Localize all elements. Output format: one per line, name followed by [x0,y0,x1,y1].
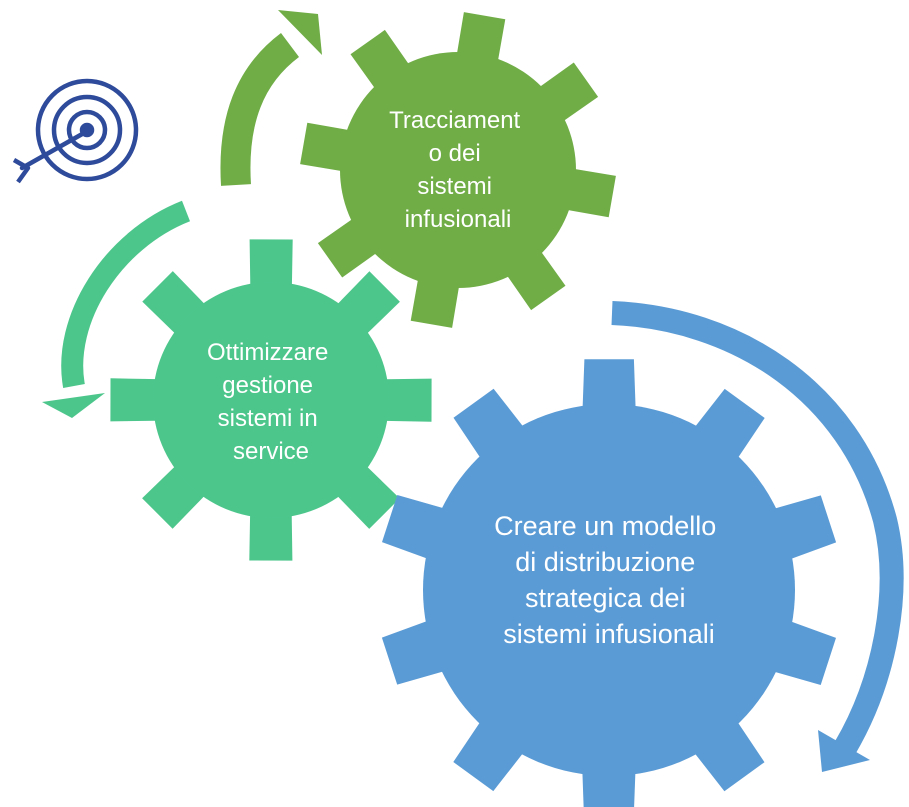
gear-distribuzione [381,359,837,807]
gear-tracciamento-line-2: o dei [429,140,481,167]
arrow-teal-curved [42,200,191,418]
gear-green-body [340,52,576,288]
gear-teal-body [153,282,389,518]
gear-ottimizzare-line-1: Ottimizzare [207,339,328,366]
gear-distribuzione-line-2: di distribuzione [515,547,695,577]
arrow-teal-head [42,393,105,418]
gear-ottimizzare-line-3: sistemi in [218,405,318,432]
gear-distribuzione-line-4: sistemi infusionali [503,619,715,649]
gear-tracciamento [300,12,616,328]
target-icon [12,78,139,184]
arrow-green-body [220,33,300,186]
gear-distribuzione-line-1: Creare un modello [494,511,716,541]
gear-ottimizzare-line-2: gestione [222,372,313,399]
gear-distribuzione-label: Creare un modello di distribuzione strat… [494,511,724,649]
gear-tracciamento-label: Tracciament o dei sistemi infusionali [389,107,527,233]
gear-tracciamento-line-3: sistemi [417,173,492,200]
gear-ottimizzare [110,239,432,561]
gear-tracciamento-line-1: Tracciament [389,107,520,134]
arrow-blue-curved [611,301,904,772]
gear-distribuzione-line-3: strategica dei [525,583,686,613]
arrow-blue-head [818,730,870,772]
arrow-teal-body [61,200,191,388]
arrow-green-curved [220,10,322,186]
arrow-blue-body [611,301,904,755]
gear-ottimizzare-label: Ottimizzare gestione sistemi in service [207,339,335,465]
gear-ottimizzare-line-4: service [233,438,309,465]
gear-tracciamento-line-4: infusionali [405,206,512,233]
arrow-green-head [278,10,322,55]
gear-blue-body [423,404,795,776]
